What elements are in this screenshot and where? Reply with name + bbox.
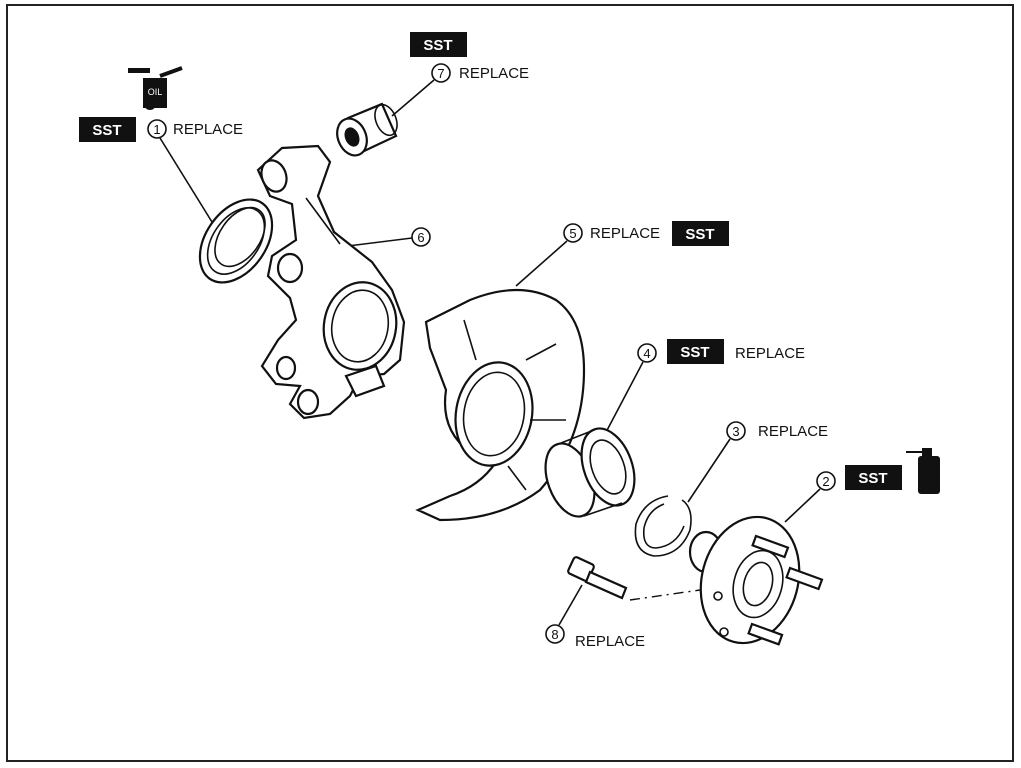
callout-1: 1 REPLACE [147,119,243,223]
wheel-hub-part-2 [688,515,824,646]
callout-8: 8 REPLACE [545,584,645,650]
callout-3-text: REPLACE [758,423,828,440]
svg-text:8: 8 [551,627,558,642]
dust-shield-part-5 [415,288,586,522]
svg-text:SST: SST [423,37,452,54]
callout-4-text: REPLACE [735,345,805,362]
oil-seal-part-1 [198,198,274,284]
callout-2: 2 [784,471,836,523]
callout-4: 4 REPLACE [603,343,805,437]
svg-text:4: 4 [643,346,650,361]
callout-6: 6 [347,227,431,247]
svg-text:1: 1 [153,122,160,137]
callout-1-text: REPLACE [173,121,243,138]
callout-7: 7 REPLACE [391,63,529,117]
svg-text:SST: SST [92,122,121,139]
snap-ring-part-3 [634,495,692,557]
diagram-frame [6,4,1014,762]
grease-tube-icon [906,448,940,494]
sst-tag-2: SST [845,465,902,490]
callout-7-text: REPLACE [459,65,529,82]
svg-text:5: 5 [569,226,576,241]
sst-tag-7: SST [410,32,467,57]
svg-text:2: 2 [822,474,829,489]
svg-text:SST: SST [680,344,709,361]
svg-text:SST: SST [685,226,714,243]
sst-tag-1: SST [79,117,136,142]
svg-text:6: 6 [417,230,424,245]
hub-bolt-part-8 [567,556,701,601]
svg-text:3: 3 [732,424,739,439]
callout-5-text: REPLACE [590,225,660,242]
bushing-part-7 [336,102,398,157]
sst-tag-4: SST [667,339,724,364]
wheel-bearing-part-4 [544,427,636,518]
sst-tag-5: SST [672,221,729,246]
oil-can-icon: OIL [128,66,183,110]
knuckle-part-6 [256,144,406,420]
svg-text:7: 7 [437,66,444,81]
svg-text:SST: SST [858,470,887,487]
callout-3: 3 REPLACE [687,421,828,503]
callout-5: 5 REPLACE [515,223,660,287]
oil-label: OIL [148,87,163,97]
callout-8-text: REPLACE [575,633,645,650]
